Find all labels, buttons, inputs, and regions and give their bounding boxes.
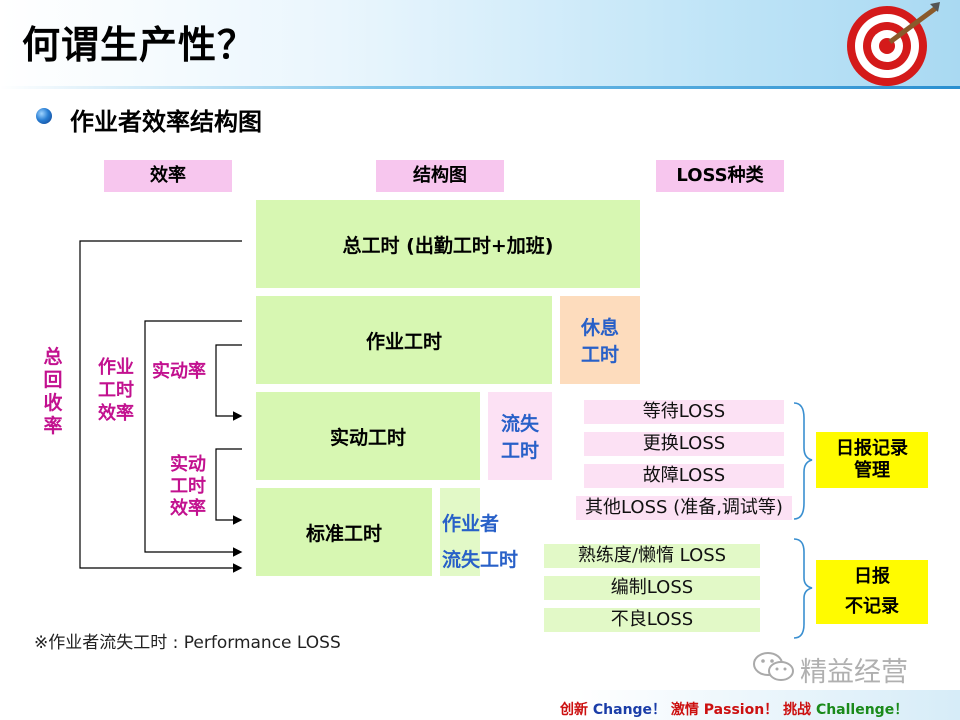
column-header-loss-types: LOSS种类 <box>656 160 784 192</box>
footer-slogan: 创新 Change！ 激情 Passion！ 挑战 Challenge！ <box>560 699 908 719</box>
footer-word-1: 创新 <box>560 702 588 718</box>
loss-item-other: 其他LOSS (准备,调试等) <box>576 496 792 520</box>
footnote: ※作业者流失工时 : Performance LOSS <box>34 633 341 653</box>
footer-word-5: 挑战 <box>783 702 812 718</box>
page-title: 何谓生产性？ <box>22 23 257 67</box>
daily-no-record-box: 日报 不记录 <box>816 560 928 624</box>
worker-lost-label: 作业者 流失工时 <box>442 506 518 578</box>
title-bar <box>0 0 960 88</box>
actual-efficiency-line1: 实动 <box>170 454 206 475</box>
work-efficiency-line3: 效率 <box>98 403 134 424</box>
lost-hours-line1: 流失 <box>500 413 539 435</box>
footer-word-3: 激情 <box>670 702 699 718</box>
lost-hours-line2: 工时 <box>500 440 539 462</box>
work-efficiency-line2: 工时 <box>98 380 134 401</box>
actual-rate-label: 实动率 <box>152 361 206 382</box>
actual-efficiency-line2: 工时 <box>170 476 206 497</box>
rest-hours-line1: 休息 <box>580 317 619 339</box>
loss-item-breakdown: 故障LOSS <box>584 464 784 488</box>
worker-lost-box <box>440 488 480 576</box>
footer-word-6: Challenge！ <box>815 702 909 718</box>
worker-lost-line2: 流失工时 <box>442 549 519 571</box>
daily-record-box: 日报记录 管理 <box>816 432 928 488</box>
daily-no-record-line2: 不记录 <box>845 596 899 617</box>
column-header-efficiency: 效率 <box>104 160 232 192</box>
rest-hours-line2: 工时 <box>580 344 619 366</box>
footer-word-2: Change！ <box>592 702 667 718</box>
loss-item-waiting: 等待LOSS <box>584 400 784 424</box>
daily-record-line2: 管理 <box>854 460 890 481</box>
total-hours-box: 总工时 (出勤工时+加班) <box>256 200 640 288</box>
actual-efficiency-label: 实动 工时 效率 <box>164 454 212 520</box>
actual-hours-box: 实动工时 <box>256 392 480 480</box>
loss-item-changeover: 更换LOSS <box>584 432 784 456</box>
watermark-text: 精益经营 <box>800 657 908 688</box>
daily-no-record-line1: 日报 <box>854 566 890 587</box>
work-hours-box: 作业工时 <box>256 296 552 384</box>
total-hours-label: 总工时 (出勤工时+加班) <box>342 234 554 257</box>
standard-hours-box: 标准工时 <box>256 488 432 576</box>
total-recovery-char-1: 总 <box>43 346 63 368</box>
loss-item-skill: 熟练度/懒惰 LOSS <box>544 544 760 568</box>
section-subtitle: 作业者效率结构图 <box>70 108 262 136</box>
title-divider <box>0 86 960 89</box>
rest-hours-box: 休息 工时 <box>560 296 640 384</box>
total-recovery-rate-label: 总 回 收 率 <box>42 346 64 438</box>
loss-item-staffing: 编制LOSS <box>544 576 760 600</box>
actual-hours-label: 实动工时 <box>329 426 406 449</box>
daily-record-line1: 日报记录 <box>836 438 908 459</box>
loss-item-defect: 不良LOSS <box>544 608 760 632</box>
standard-hours-label: 标准工时 <box>305 522 382 545</box>
work-efficiency-line1: 作业 <box>98 357 134 378</box>
footer-word-4: Passion！ <box>703 702 779 718</box>
column-header-structure: 结构图 <box>376 160 504 192</box>
total-recovery-char-4: 率 <box>43 415 63 437</box>
lost-hours-box: 流失 工时 <box>488 392 552 480</box>
wechat-icon <box>753 652 794 681</box>
total-recovery-char-3: 收 <box>43 392 63 414</box>
actual-efficiency-line3: 效率 <box>170 498 206 519</box>
footer-bar <box>0 690 960 720</box>
work-efficiency-label: 作业 工时 效率 <box>92 356 140 425</box>
work-hours-label: 作业工时 <box>365 330 442 353</box>
worker-lost-line1: 作业者 <box>442 513 500 535</box>
total-recovery-char-2: 回 <box>43 369 63 391</box>
target-icon <box>847 2 940 86</box>
bullet-icon <box>36 108 52 124</box>
